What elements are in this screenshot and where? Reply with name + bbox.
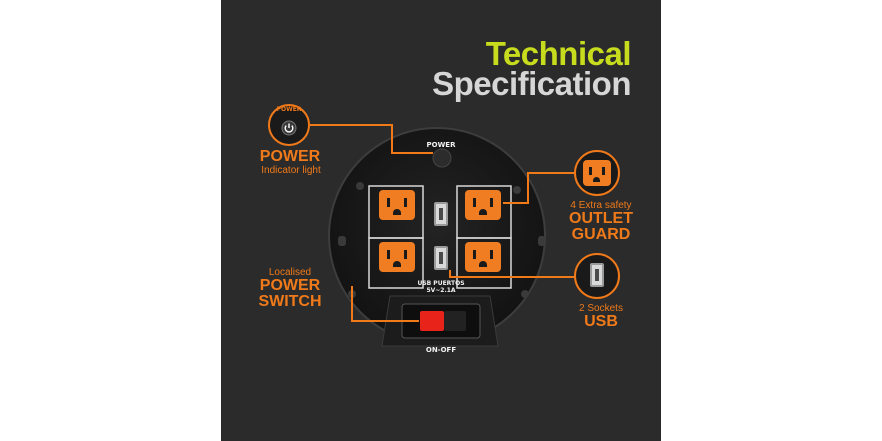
device-power-label: POWER: [426, 141, 456, 149]
device-illustration: [328, 127, 546, 347]
power-connector: [391, 152, 433, 154]
usb-heading: USB: [584, 313, 618, 330]
outlet-heading-2: GUARD: [571, 226, 631, 243]
usb-port: [434, 202, 448, 226]
outlet-icon: [465, 190, 501, 220]
title-specification: Specification: [432, 65, 631, 102]
switch-subtitle: Localised: [268, 267, 312, 278]
power-heading: POWER: [259, 148, 321, 165]
usb-ports-label: USB PUERTOS: [417, 280, 465, 287]
outlet-heading-1: OUTLET: [569, 210, 633, 227]
switch-connector: [351, 286, 353, 322]
outlet-icon: [379, 190, 415, 220]
usb-connector: [449, 270, 451, 278]
switch-on-off-label: ON-OFF: [425, 346, 457, 354]
outlet-connector: [503, 202, 529, 204]
power-icon: [281, 120, 297, 136]
usb-icon: [590, 263, 604, 287]
switch-heading-2: SWITCH: [258, 293, 322, 310]
power-connector: [310, 124, 392, 126]
usb-subtitle: 2 Sockets: [579, 303, 623, 314]
usb-connector: [449, 276, 575, 278]
outlet-icon: [465, 242, 501, 272]
outlet-connector: [527, 172, 529, 204]
title-technical: Technical: [485, 35, 632, 72]
power-badge-label: POWER: [276, 106, 302, 113]
usb-port: [434, 246, 448, 270]
power-connector: [391, 124, 393, 154]
outlet-icon: [583, 160, 611, 186]
power-subtitle: Indicator light: [261, 165, 321, 176]
outlet-connector: [527, 172, 575, 174]
outlet-subtitle: 4 Extra safety: [570, 200, 632, 211]
outlet-icon: [379, 242, 415, 272]
switch-heading-1: POWER: [259, 277, 321, 294]
switch-connector: [351, 320, 419, 322]
usb-rating-label: 5V~2.1A: [426, 287, 456, 294]
